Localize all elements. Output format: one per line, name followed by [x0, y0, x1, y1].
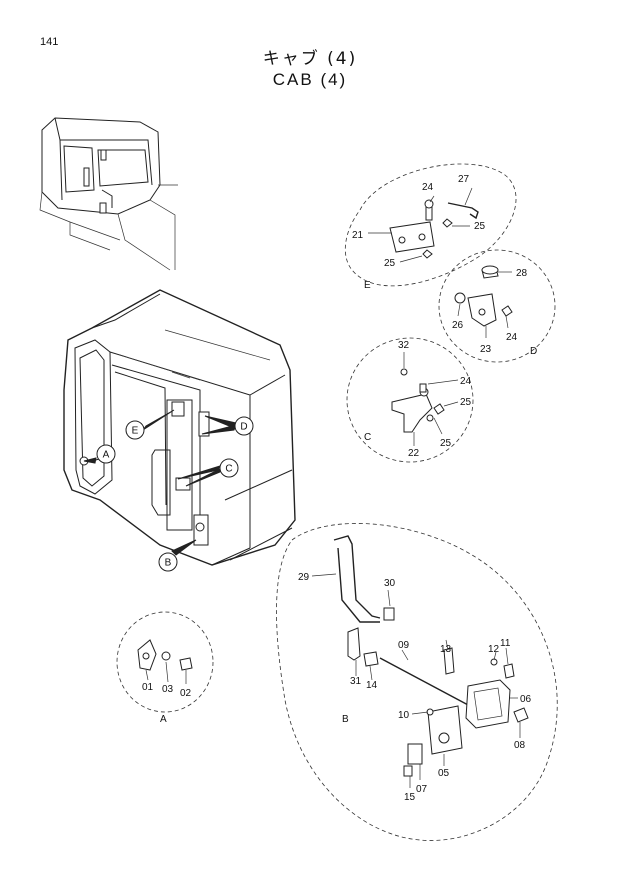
part-label-29: 29 — [298, 572, 310, 583]
part-label-27: 27 — [458, 174, 470, 185]
callout-a-label: A — [103, 450, 110, 461]
title-japanese: キャブ (4) — [262, 49, 358, 69]
part-label-25b: 25 — [384, 258, 396, 269]
part-label-32: 32 — [398, 340, 410, 351]
part-label-25d: 25 — [440, 438, 452, 449]
callout-b[interactable]: B — [158, 552, 178, 572]
part-label-08: 08 — [514, 740, 526, 751]
part-label-28: 28 — [516, 268, 528, 279]
part-label-11: 11 — [500, 638, 511, 649]
part-label-24c: 24 — [460, 376, 472, 387]
cab-frame — [63, 289, 296, 566]
callout-c[interactable]: C — [219, 458, 239, 478]
part-label-22: 22 — [408, 448, 420, 459]
part-label-25c: 25 — [460, 397, 472, 408]
part-label-30: 30 — [384, 578, 396, 589]
part-label-07: 07 — [416, 784, 428, 795]
part-label-14: 14 — [366, 680, 378, 691]
callout-leaders — [83, 409, 237, 556]
detail-view-c: 32 24 25 25 22 C — [346, 337, 474, 463]
detail-view-d: 28 26 23 24 D — [438, 249, 556, 363]
view-label-e: E — [364, 280, 371, 291]
callout-e[interactable]: E — [125, 420, 145, 440]
part-label-13: 13 — [440, 644, 452, 655]
detail-view-b: 29 30 09 13 12 11 06 08 31 14 10 05 07 1… — [276, 523, 558, 841]
part-label-01: 01 — [142, 682, 154, 693]
part-label-24: 24 — [422, 182, 434, 193]
part-label-26: 26 — [452, 320, 464, 331]
detail-view-e: E 24 27 21 25 25 — [345, 163, 517, 291]
part-label-10: 10 — [398, 710, 410, 721]
part-label-02: 02 — [180, 688, 192, 699]
page-number: 141 — [40, 36, 59, 48]
view-label-a: A — [160, 714, 167, 725]
part-label-06: 06 — [520, 694, 532, 705]
view-label-c: C — [364, 432, 371, 443]
callout-d[interactable]: D — [234, 416, 254, 436]
view-label-b: B — [342, 714, 349, 725]
part-label-23: 23 — [480, 344, 492, 355]
cab-overview — [39, 117, 178, 271]
part-label-25: 25 — [474, 221, 486, 232]
part-label-12: 12 — [488, 644, 500, 655]
part-label-15: 15 — [404, 792, 416, 803]
callout-c-label: C — [225, 464, 232, 475]
detail-view-a: 01 03 02 A — [116, 611, 214, 725]
callout-a[interactable]: A — [96, 444, 116, 464]
callout-b-label: B — [165, 558, 172, 569]
part-label-21: 21 — [352, 230, 364, 241]
part-label-24b: 24 — [506, 332, 518, 343]
title-english: CAB (4) — [272, 70, 348, 89]
part-label-09: 09 — [398, 640, 410, 651]
callout-e-label: E — [132, 426, 139, 437]
callout-d-label: D — [240, 422, 247, 433]
part-label-05: 05 — [438, 768, 450, 779]
part-label-31: 31 — [350, 676, 362, 687]
view-label-d: D — [530, 346, 537, 357]
part-label-03: 03 — [162, 684, 174, 695]
